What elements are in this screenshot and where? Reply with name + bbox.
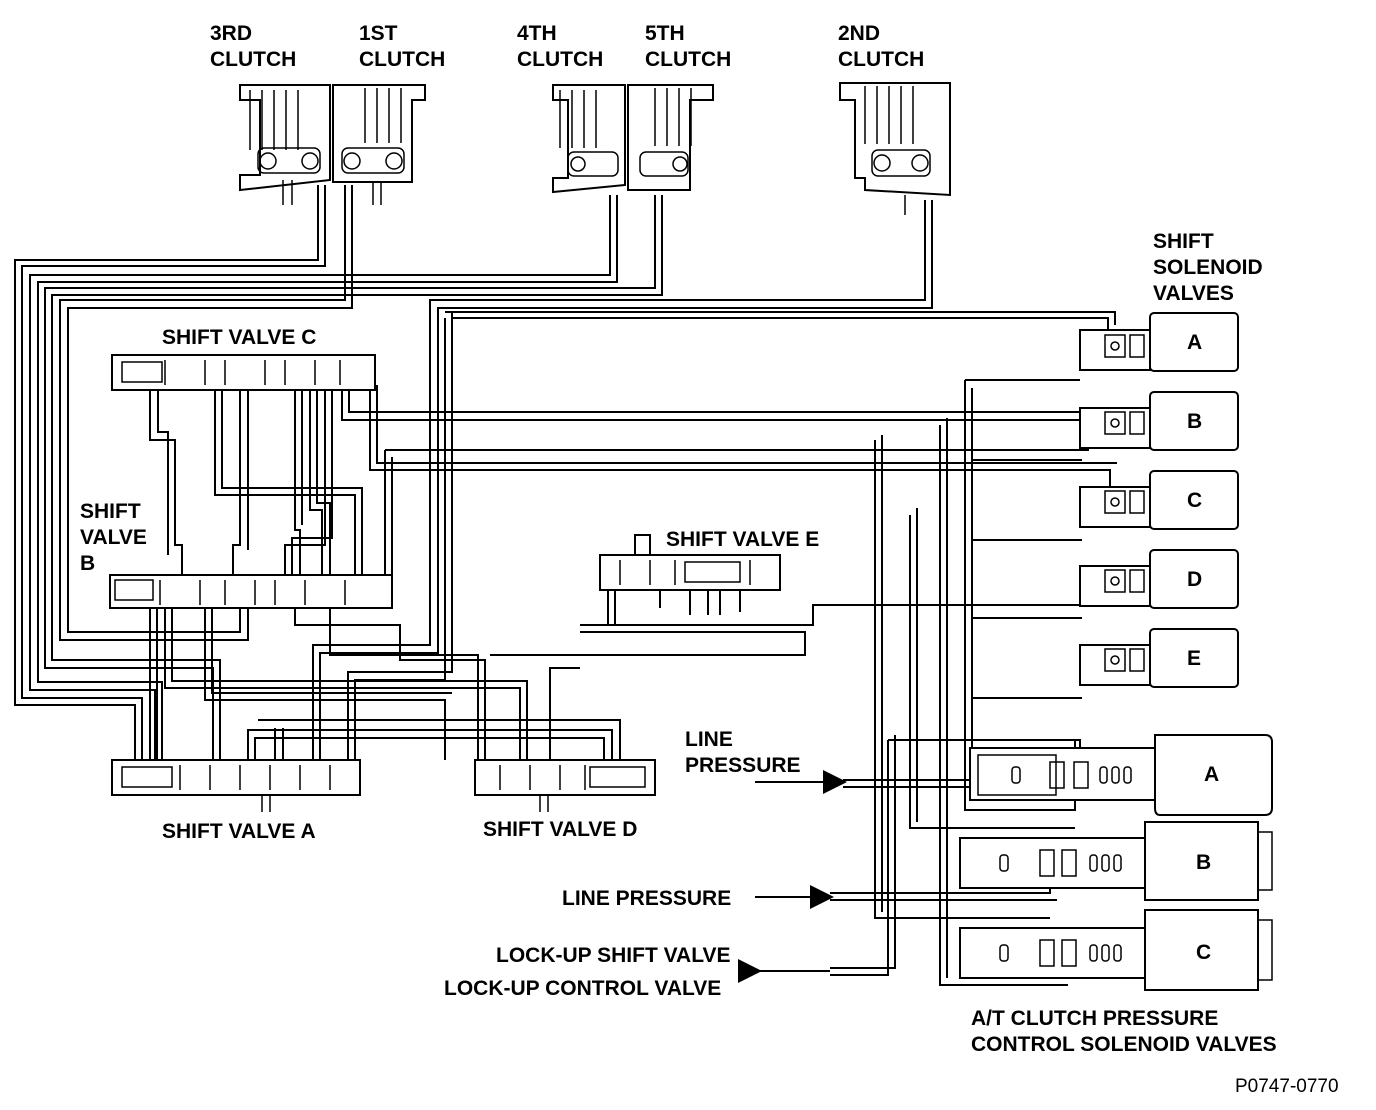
shift-valve-c-label: SHIFT VALVE C (162, 326, 316, 349)
lockup-shift-valve-label: LOCK-UP SHIFT VALVE (496, 944, 731, 967)
first-clutch-label-line1: 1ST (359, 22, 398, 45)
shift-solenoid-c-letter: C (1187, 489, 1202, 512)
fourth-clutch-label-line1: 4TH (517, 22, 557, 45)
figure-code: P0747-0770 (1235, 1076, 1339, 1097)
clutch-pressure-solenoid-c (959, 909, 1273, 991)
line-pressure-1-label-line2: PRESSURE (685, 754, 801, 777)
first-clutch (332, 84, 426, 205)
shift-valve-b-label-line3: B (80, 552, 95, 575)
shift-valve-b (109, 574, 393, 609)
shift-solenoid-d-letter: D (1187, 568, 1202, 591)
shift-valve-e (599, 554, 781, 591)
shift-solenoid-b (1079, 391, 1239, 451)
shift-valve-b-label-line2: VALVE (80, 526, 147, 549)
first-clutch-label-line2: CLUTCH (359, 48, 445, 71)
shift-solenoid-a (1079, 312, 1239, 372)
shift-valve-a-label: SHIFT VALVE A (162, 820, 316, 843)
fourth-clutch (552, 84, 626, 194)
fifth-clutch-label-line2: CLUTCH (645, 48, 731, 71)
shift-solenoid-e (1079, 628, 1239, 688)
shift-solenoid-title-line3: VALVES (1153, 282, 1234, 305)
clutch-pressure-solenoid-a-letter: A (1204, 763, 1219, 786)
fifth-clutch (627, 84, 714, 191)
fifth-clutch-label-line1: 5TH (645, 22, 685, 45)
clutch-pressure-solenoid-c-letter: C (1196, 941, 1211, 964)
line-pressure-2-label: LINE PRESSURE (562, 887, 731, 910)
shift-solenoid-title-line1: SHIFT (1153, 230, 1214, 253)
hydraulic-lines (14, 185, 1117, 986)
clutch-pressure-solenoid-b (959, 821, 1273, 901)
second-clutch-label-line1: 2ND (838, 22, 880, 45)
second-clutch-label-line2: CLUTCH (838, 48, 924, 71)
third-clutch-label-line1: 3RD (210, 22, 252, 45)
shift-solenoid-a-letter: A (1187, 331, 1202, 354)
shift-valve-e-label: SHIFT VALVE E (666, 528, 819, 551)
shift-valve-c (111, 354, 376, 391)
shift-valve-d-label: SHIFT VALVE D (483, 818, 637, 841)
shift-solenoid-e-letter: E (1187, 647, 1201, 670)
shift-solenoid-b-letter: B (1187, 410, 1202, 433)
shift-valve-d (474, 759, 656, 812)
shift-valve-b-label-line1: SHIFT (80, 500, 141, 523)
second-clutch (839, 82, 951, 215)
shift-valve-a (111, 759, 361, 812)
third-clutch-label-line2: CLUTCH (210, 48, 296, 71)
third-clutch (239, 84, 331, 205)
clutch-pressure-solenoid-a (969, 734, 1273, 816)
fourth-clutch-label-line2: CLUTCH (517, 48, 603, 71)
shift-solenoid-c (1079, 470, 1239, 530)
clutch-pressure-title-line2: CONTROL SOLENOID VALVES (971, 1033, 1277, 1056)
clutch-pressure-solenoid-b-letter: B (1196, 851, 1211, 874)
shift-solenoid-title-line2: SOLENOID (1153, 256, 1263, 279)
line-pressure-1-label-line1: LINE (685, 728, 733, 751)
clutch-pressure-title-line1: A/T CLUTCH PRESSURE (971, 1007, 1218, 1030)
lockup-control-valve-label: LOCK-UP CONTROL VALVE (444, 977, 721, 1000)
shift-solenoid-d (1079, 549, 1239, 609)
